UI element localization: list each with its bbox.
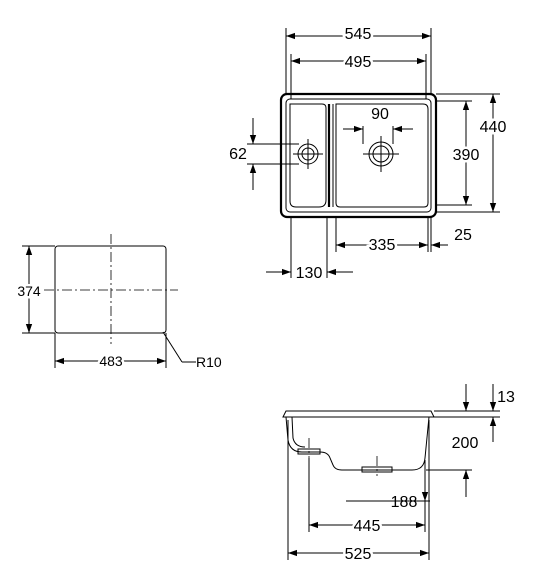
dim-bottom-width: 445 <box>354 518 381 535</box>
dim-right-margin: 25 <box>454 227 472 244</box>
sink-outer-outline <box>279 92 438 219</box>
dim-cutout-height: 374 <box>17 283 41 299</box>
dim-overall-side-width: 525 <box>345 546 372 563</box>
bowl-profile <box>285 416 430 471</box>
dim-bowl-depth: 200 <box>452 435 479 452</box>
dim-drain-spacing: 90 <box>371 106 389 123</box>
dim-cutout-width: 483 <box>99 353 123 369</box>
side-view: 13 200 188 445 525 <box>282 384 515 565</box>
dim-drain-offset: 62 <box>229 146 247 163</box>
dim-rim-thickness: 13 <box>497 389 515 406</box>
dim-small-bowl-depth: 188 <box>391 494 418 511</box>
cutout-view: 374 483 R10 <box>15 234 222 372</box>
sink-rim-profile <box>282 410 435 418</box>
dim-overall-width: 545 <box>345 26 372 43</box>
main-drain-stub <box>361 466 393 473</box>
sink-inner-rim <box>285 98 432 213</box>
small-drain <box>293 139 323 169</box>
main-bowl-outline <box>335 103 429 208</box>
dim-inner-depth: 390 <box>453 147 480 164</box>
cutout-outline <box>54 245 167 334</box>
small-bowl-outline <box>289 103 327 208</box>
top-view: 545 495 90 62 440 390 335 <box>229 24 509 285</box>
dim-inner-width: 495 <box>345 54 372 71</box>
main-drain <box>363 136 399 172</box>
dim-cutout-radius: R10 <box>196 354 222 370</box>
dim-small-bowl-width: 130 <box>296 265 323 282</box>
dim-overall-depth: 440 <box>480 119 507 136</box>
dim-main-bowl-width: 335 <box>369 237 396 254</box>
small-drain-stub <box>297 448 321 455</box>
